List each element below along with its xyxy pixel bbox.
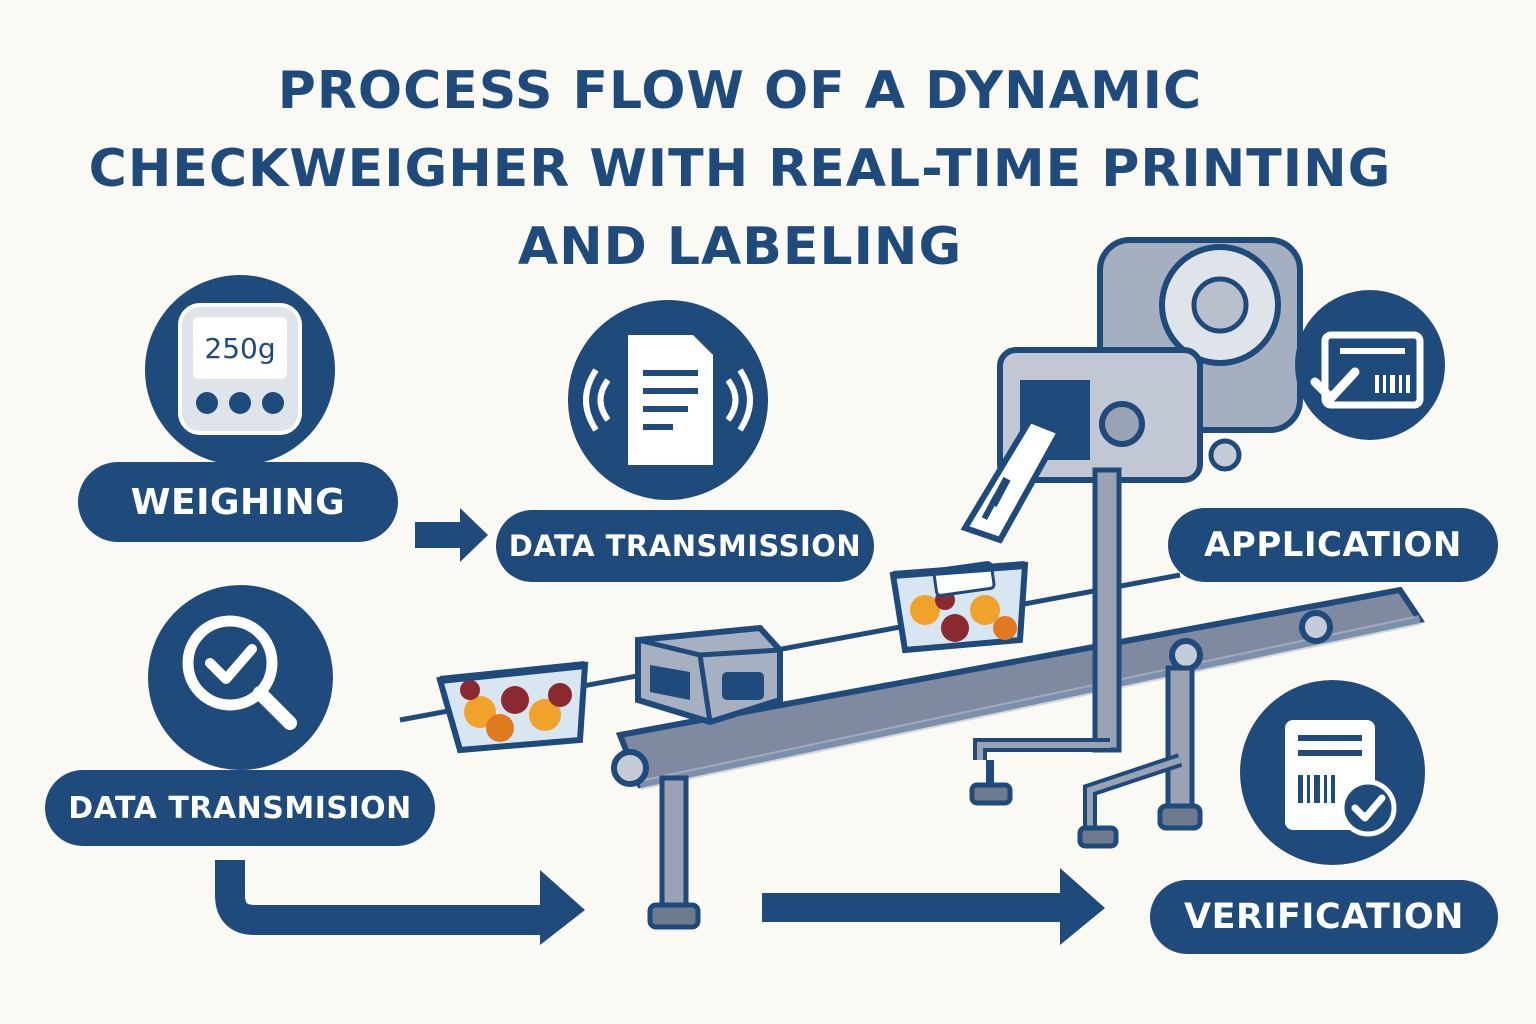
magnifier-check-graphic [182, 615, 297, 730]
title-line-1: PROCESS FLOW OF A DYNAMIC [277, 61, 1203, 121]
document-signal-graphic [583, 335, 753, 465]
label-check-graphic [1310, 331, 1424, 409]
step-weighing-label: WEIGHING [78, 462, 398, 542]
arrow-right-icon [540, 870, 585, 945]
barcode-check-graphic [1285, 720, 1397, 837]
printer-machine [960, 237, 1303, 806]
food-container-left [436, 661, 589, 754]
step-application-label: APPLICATION [1168, 508, 1498, 582]
barcode-check-icon [1240, 680, 1425, 865]
step-verification-label: VERIFICATION [1150, 880, 1498, 954]
food-container-right [889, 561, 1029, 654]
inspection-box [635, 624, 783, 726]
step-data-transmission-label: DATA TRANSMISSION [496, 510, 874, 582]
arrow-right-icon [215, 860, 545, 935]
title-line-2: CHECKWEIGHER WITH REAL-TIME PRINTING [88, 139, 1392, 199]
label-check-icon [1295, 290, 1445, 440]
scale-display: 250g [204, 331, 276, 365]
scale-icon-graphic [178, 303, 302, 435]
magnifier-check-icon [148, 585, 333, 770]
conveyor-belt [611, 586, 1425, 930]
scale-icon: 250g [145, 275, 335, 465]
arrow-right-icon [762, 868, 1105, 945]
step-data-transmission-bottom-label: DATA TRANSMISION [45, 770, 435, 846]
diagram-title: PROCESS FLOW OF A DYNAMIC CHECKWEIGHER W… [0, 52, 1480, 286]
title-line-3: AND LABELING [517, 217, 963, 277]
arrow-right-icon [415, 508, 488, 562]
document-signal-icon [568, 300, 768, 500]
